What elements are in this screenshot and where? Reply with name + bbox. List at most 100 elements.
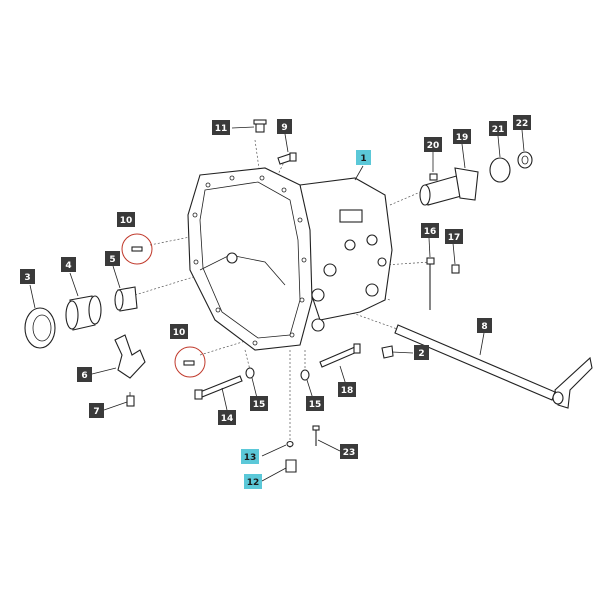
callout-box: [89, 403, 104, 418]
callout-box: [356, 150, 371, 165]
housing-bolt-holes: [192, 175, 307, 346]
callout-1: 1: [356, 150, 371, 165]
callout-number: 5: [109, 255, 115, 265]
callout-number: 22: [516, 119, 529, 129]
callout-number: 15: [253, 400, 266, 410]
callout-number: 12: [247, 478, 260, 488]
callout-number: 15: [309, 400, 322, 410]
callout-number: 20: [427, 141, 440, 151]
callout-box: [277, 119, 292, 134]
callout-number: 3: [24, 273, 30, 283]
callout-box: [170, 324, 188, 339]
callout-box: [218, 410, 236, 425]
pin-highlight-circle: [121, 233, 153, 265]
callout-21: 21: [489, 121, 507, 136]
guide-tube-19: [419, 167, 479, 206]
callout-number: 14: [221, 414, 234, 424]
callout-7: 7: [89, 403, 104, 418]
pin-highlight-circles: [121, 233, 206, 378]
callout-box: [250, 396, 268, 411]
callout-box: [445, 229, 463, 244]
dowel-pins: [131, 246, 195, 366]
callout-number: 10: [120, 216, 133, 226]
callout-box: [105, 251, 120, 266]
callout-10-upper: 10: [117, 212, 135, 227]
callout-6: 6: [77, 367, 92, 382]
o-ring-21: [489, 157, 511, 183]
release-shaft: [394, 324, 593, 409]
dipstick-16: [426, 257, 435, 310]
callout-box: [340, 444, 358, 459]
seal-ring: [24, 307, 56, 349]
callout-11: 11: [212, 120, 230, 135]
callout-box: [117, 212, 135, 227]
callout-box: [244, 474, 262, 489]
long-bolt-18: [319, 343, 361, 368]
clutch-housing: [187, 167, 393, 351]
release-fork: [114, 334, 146, 379]
callout-number: 16: [424, 227, 437, 237]
callout-box: [424, 137, 442, 152]
screw-23: [312, 425, 320, 446]
callout-14: 14: [218, 410, 236, 425]
washers-15: [245, 367, 310, 381]
callout-8: 8: [477, 318, 492, 333]
callout-23: 23: [340, 444, 358, 459]
callout-15-left: 15: [250, 396, 268, 411]
callout-4: 4: [61, 257, 76, 272]
callout-box: [414, 345, 429, 360]
plug-2: [381, 345, 394, 359]
callout-number: 21: [492, 125, 505, 135]
callout-box: [453, 129, 471, 144]
callout-5: 5: [105, 251, 120, 266]
callout-number: 7: [93, 407, 99, 417]
callout-box: [513, 115, 531, 130]
release-bearing: [65, 295, 102, 331]
long-bolt-14: [194, 375, 243, 400]
callout-3: 3: [20, 269, 35, 284]
callout-box: [338, 382, 356, 397]
callout-15-right: 15: [306, 396, 324, 411]
callout-number: 8: [481, 322, 487, 332]
callout-box: [489, 121, 507, 136]
callout-9: 9: [277, 119, 292, 134]
callout-box: [77, 367, 92, 382]
screw-20: [429, 173, 438, 181]
plug-17: [451, 264, 460, 274]
callout-2: 2: [414, 345, 429, 360]
callout-box: [306, 396, 324, 411]
callout-number: 9: [281, 123, 287, 133]
callout-box: [241, 449, 259, 464]
callout-number: 18: [341, 386, 354, 396]
plug-11: [253, 119, 267, 133]
callout-13: 13: [241, 449, 259, 464]
callout-number: 4: [65, 261, 71, 271]
bushing-sleeve: [114, 286, 138, 312]
callout-box: [61, 257, 76, 272]
leader-lines: [29, 126, 525, 482]
callout-box: [477, 318, 492, 333]
callout-number: 11: [215, 124, 228, 134]
callout-number: 17: [448, 233, 461, 243]
hex-bolt-9: [277, 152, 297, 165]
callout-number: 2: [418, 349, 424, 359]
callout-box: [212, 120, 230, 135]
callout-number: 19: [456, 133, 469, 143]
seal-22: [517, 151, 533, 169]
seal-washer-13: [286, 440, 294, 448]
callout-20: 20: [424, 137, 442, 152]
drain-plug-12: [285, 459, 297, 473]
callout-18: 18: [338, 382, 356, 397]
pin-highlight-circle: [174, 346, 206, 378]
callout-22: 22: [513, 115, 531, 130]
callout-number: 13: [244, 453, 257, 463]
callout-box: [20, 269, 35, 284]
callout-box: [421, 223, 439, 238]
callout-number: 23: [343, 448, 356, 458]
callout-labels: 1 2 3 4 5 6 7 8 9 10 10 11 12 13 14 15 1…: [20, 115, 531, 489]
callout-number: 6: [81, 371, 87, 381]
callout-10-lower: 10: [170, 324, 188, 339]
callout-16: 16: [421, 223, 439, 238]
